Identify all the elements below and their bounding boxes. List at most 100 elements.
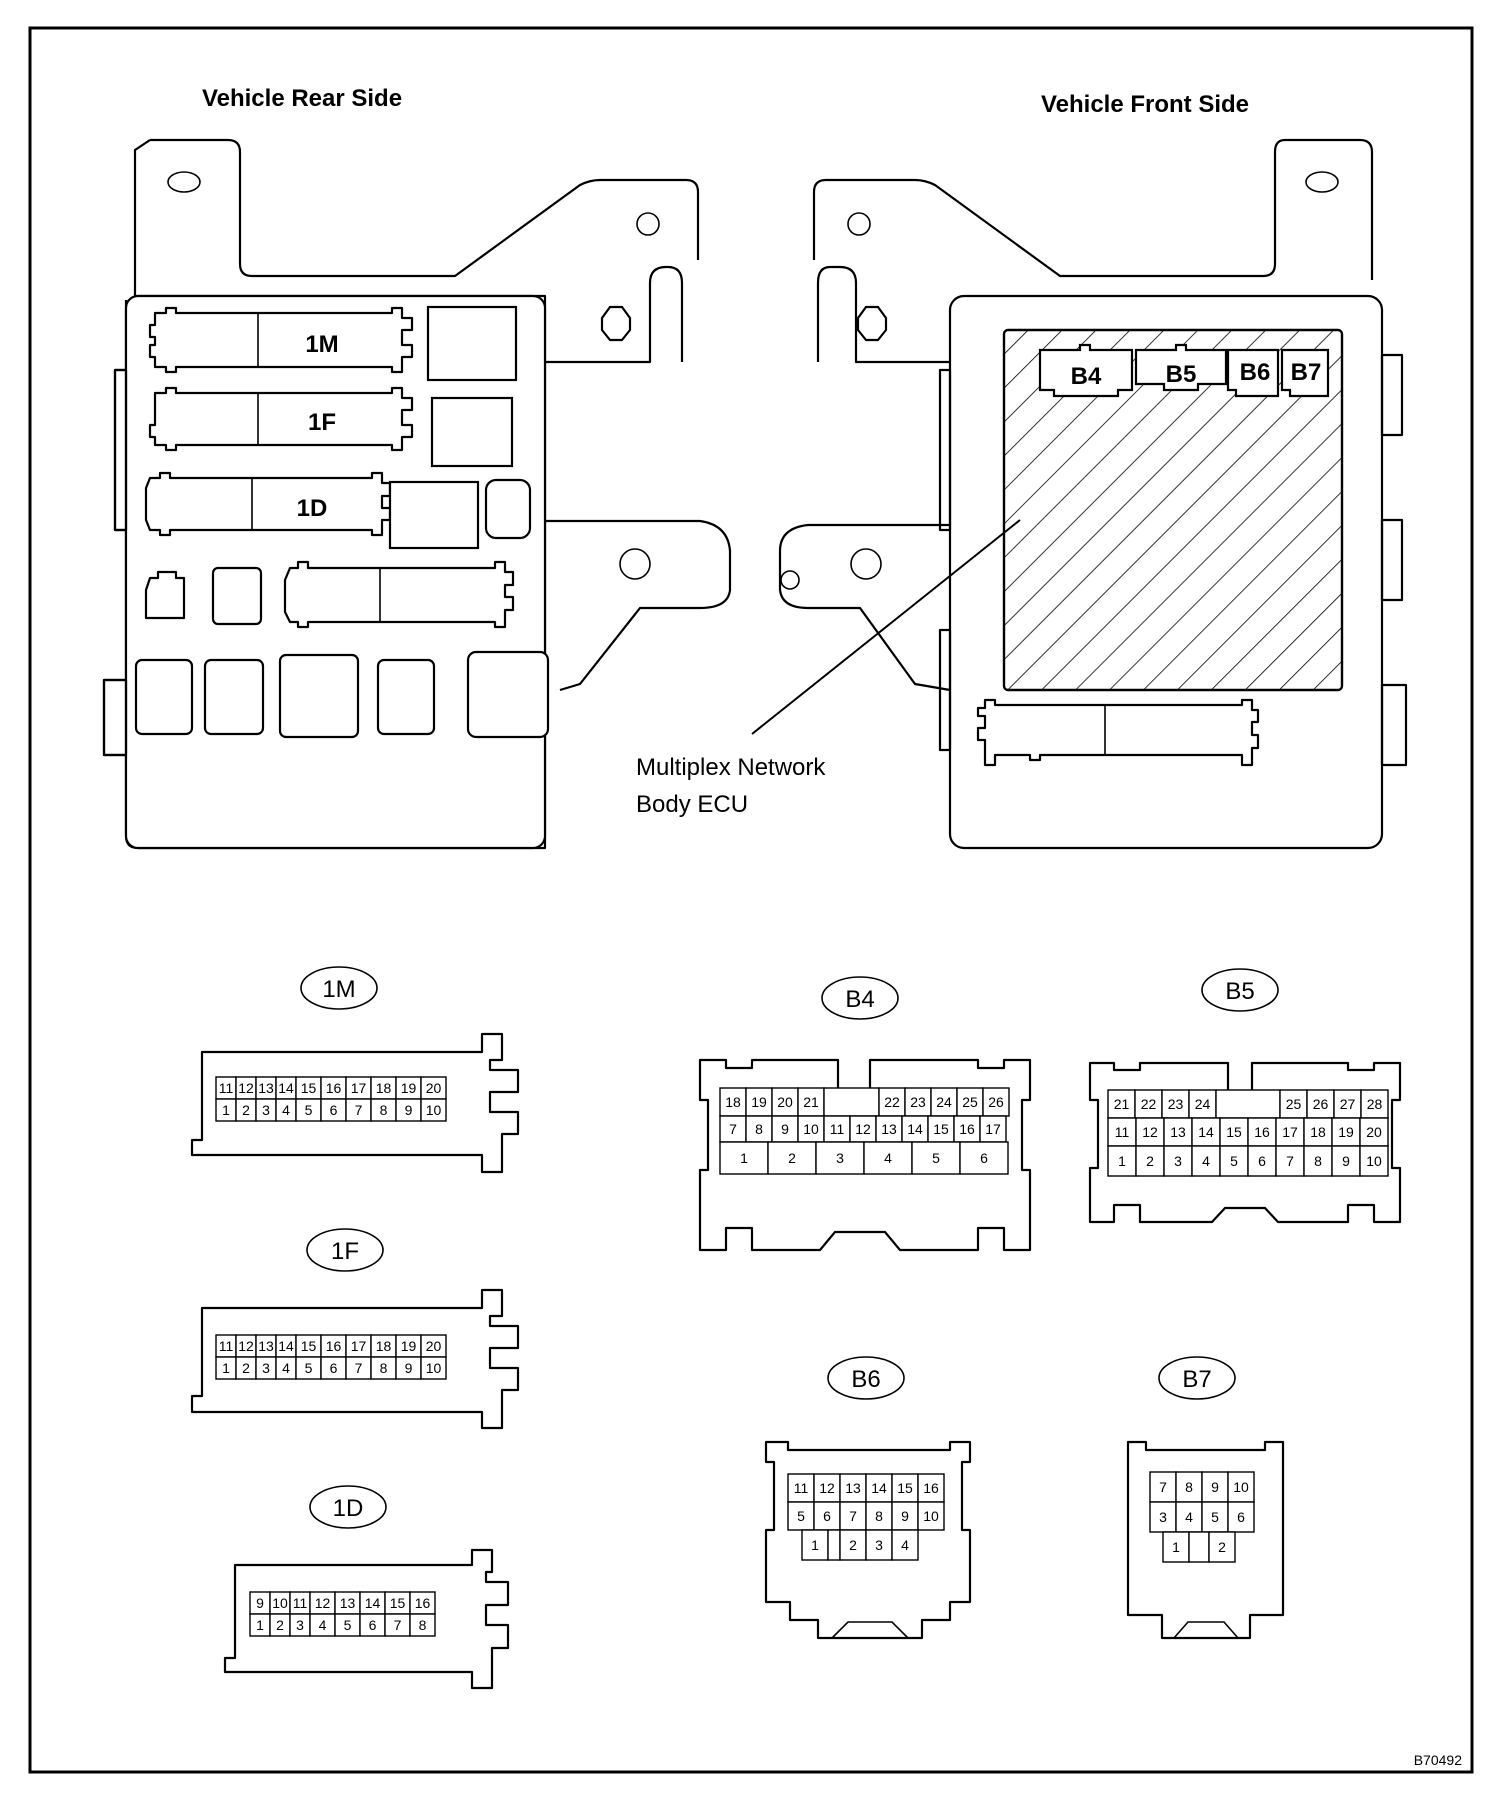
connector-1F-pin-label-1: 1	[222, 1360, 230, 1376]
connector-B7-pin-2	[1208, 1531, 1236, 1563]
connector-B7-pin-label-1: 1	[1172, 1539, 1180, 1555]
connector-B5-pin-label-4: 4	[1202, 1153, 1210, 1169]
connector-B4-pin-label-20: 20	[777, 1094, 793, 1110]
connector-1D-pin-label-13: 13	[340, 1595, 356, 1611]
multiplex-network-body-ecu	[1002, 328, 1344, 692]
connector-1F-pin-label-16: 16	[326, 1338, 342, 1354]
connector-B4-pin-4	[863, 1141, 913, 1175]
connector-1F-pin-label-10: 10	[426, 1360, 442, 1376]
ecu-leader-line	[751, 519, 1021, 735]
connector-1D-pin-label-16: 16	[415, 1595, 431, 1611]
connector-B5-pin-label-23: 23	[1168, 1096, 1184, 1112]
connector-B5-pin-10	[1359, 1145, 1389, 1177]
connector-1D-pin-label-2: 2	[276, 1617, 284, 1633]
connector-1M-pin-label-15: 15	[301, 1080, 317, 1096]
connector-1F-pin-label-18: 18	[376, 1338, 392, 1354]
block-slot-B6: B6	[1226, 348, 1280, 398]
connector-B5-pin-label-12: 12	[1142, 1124, 1158, 1140]
connector-B6-pin-label-10: 10	[923, 1508, 939, 1524]
connector-B7-pin-label-9: 9	[1211, 1479, 1219, 1495]
connector-1M: 1M	[190, 966, 520, 1174]
connector-B5-pin-16	[1247, 1117, 1277, 1147]
connector-1M-pin-label-7: 7	[355, 1102, 363, 1118]
connector-B6-pin-label-3: 3	[875, 1537, 883, 1553]
connector-B5-pin-label-6: 6	[1258, 1153, 1266, 1169]
connector-B5-pin-label-7: 7	[1286, 1153, 1294, 1169]
connector-B6-label: B6	[851, 1366, 880, 1393]
connector-1D-pin-label-8: 8	[419, 1617, 427, 1633]
connector-B5-pin-label-26: 26	[1313, 1096, 1329, 1112]
connector-1F-pin-label-19: 19	[401, 1338, 417, 1354]
front-junction-block: B4 B5 B6 B7	[778, 138, 1408, 850]
connector-B7: B7	[1126, 1356, 1285, 1640]
connector-B6-pin-12	[813, 1473, 841, 1503]
connector-1D-label: 1D	[333, 1495, 364, 1522]
connector-B5-pin-7	[1275, 1145, 1305, 1177]
connector-1F-label: 1F	[331, 1238, 359, 1265]
connector-1F-pin-label-11: 11	[219, 1338, 234, 1354]
block-slot-B4: B4	[1038, 343, 1134, 398]
connector-1F-pin-label-17: 17	[351, 1338, 367, 1354]
connector-1M-pin-label-12: 12	[238, 1080, 254, 1096]
connector-B5-pin-28	[1360, 1089, 1389, 1119]
connector-B5-pin-label-22: 22	[1141, 1096, 1157, 1112]
connector-B4-pin-label-2: 2	[788, 1150, 796, 1166]
block-label-B7: B7	[1291, 359, 1322, 386]
connector-1D-pin-label-1: 1	[256, 1617, 264, 1633]
connector-B5-pin-label-24: 24	[1195, 1096, 1211, 1112]
connector-B4-pin-label-12: 12	[855, 1121, 871, 1137]
rear-side-heading: Vehicle Rear Side	[202, 85, 402, 112]
connector-B4-label: B4	[845, 986, 874, 1013]
connector-1F-pin-label-5: 5	[305, 1360, 313, 1376]
connector-B4-pin-label-5: 5	[932, 1150, 940, 1166]
connector-B5-pin-label-19: 19	[1338, 1124, 1354, 1140]
block-slot-1M: 1M	[148, 306, 414, 374]
connector-B4-pin-label-17: 17	[985, 1121, 1001, 1137]
connector-B5-pin-3	[1163, 1145, 1193, 1177]
connector-B5-label: B5	[1225, 978, 1254, 1005]
connector-1D-pin-label-4: 4	[319, 1617, 327, 1633]
connector-B6-pin-label-14: 14	[871, 1480, 887, 1496]
connector-B4-pin-label-16: 16	[959, 1121, 975, 1137]
connector-B7-pin-label-8: 8	[1185, 1479, 1193, 1495]
connector-B4-pin-label-7: 7	[729, 1121, 737, 1137]
connector-B5-pin-27	[1333, 1089, 1362, 1119]
connector-B6: B6	[764, 1356, 972, 1640]
ecu-label-line-1: Multiplex Network	[636, 754, 826, 781]
connector-1M-pin-label-16: 16	[326, 1080, 342, 1096]
connector-B5-pin-9	[1331, 1145, 1361, 1177]
connector-B6-pin-gap	[827, 1529, 841, 1561]
connector-1F-pin-label-4: 4	[282, 1360, 290, 1376]
connector-1M-pin-label-8: 8	[380, 1102, 388, 1118]
connector-B5-pin-label-13: 13	[1170, 1124, 1186, 1140]
connector-1M-pin-10	[420, 1098, 447, 1122]
connector-B4-pin-gap	[823, 1087, 880, 1117]
connector-1F-pin-label-12: 12	[238, 1338, 254, 1354]
connector-B5-pin-2	[1135, 1145, 1165, 1177]
connector-B5-pin-label-10: 10	[1366, 1153, 1382, 1169]
block-label-1D: 1D	[297, 495, 328, 522]
block-slot-B7: B7	[1280, 348, 1330, 398]
connector-B7-pin-label-6: 6	[1237, 1509, 1245, 1525]
connector-B6-pin-label-4: 4	[901, 1537, 909, 1553]
connector-1D-pin-label-3: 3	[296, 1617, 304, 1633]
connector-B6-pin-6	[813, 1501, 841, 1531]
connector-B4-pin-label-21: 21	[803, 1094, 819, 1110]
connector-1D-pin-label-5: 5	[344, 1617, 352, 1633]
block-label-B5: B5	[1166, 361, 1197, 388]
connector-B5-pin-label-15: 15	[1226, 1124, 1242, 1140]
rear-junction-block: 1M 1F 1D	[102, 138, 732, 850]
connector-B4-pin-label-3: 3	[836, 1150, 844, 1166]
connector-B7-pin-1	[1162, 1531, 1190, 1563]
connector-1M-pin-label-10: 10	[426, 1102, 442, 1118]
connector-B5-pin-label-14: 14	[1198, 1124, 1214, 1140]
connector-B5-pin-gap	[1215, 1089, 1281, 1119]
connector-1F-pin-label-7: 7	[355, 1360, 363, 1376]
connector-B5-pin-label-8: 8	[1314, 1153, 1322, 1169]
connector-B5-pin-label-16: 16	[1254, 1124, 1270, 1140]
connector-1M-pin-label-11: 11	[219, 1080, 234, 1096]
connector-B4-pin-1	[719, 1141, 769, 1175]
connector-B4-pin-17	[979, 1115, 1007, 1143]
connector-B6-pin-9	[891, 1501, 919, 1531]
connector-B7-pin-label-10: 10	[1233, 1479, 1249, 1495]
